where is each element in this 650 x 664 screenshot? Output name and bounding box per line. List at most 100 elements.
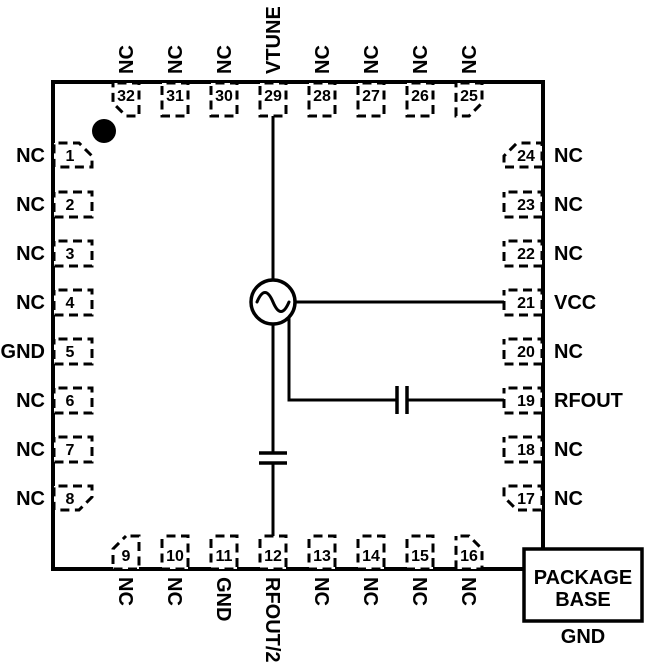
pin-1-box (52, 141, 94, 169)
pin-32-number: 32 (117, 88, 135, 105)
pin-28-box (307, 81, 337, 118)
pin-12-label: RFOUT/2 (261, 577, 283, 663)
pin-3-number: 3 (66, 246, 75, 263)
pin-24-number: 24 (517, 148, 535, 165)
pin-25-label: NC (459, 45, 481, 74)
pin-30-label: NC (214, 45, 236, 74)
pin-29-label: VTUNE (263, 6, 285, 74)
pin-28-label: NC (312, 45, 334, 74)
pin-25-box (454, 81, 484, 118)
pin-31-number: 31 (166, 88, 184, 105)
pin-21-label: VCC (554, 292, 596, 314)
pin-17-box (502, 484, 544, 512)
pin-32-box (111, 81, 141, 118)
pin-22-label: NC (554, 243, 583, 265)
capacitor-icon (395, 386, 409, 414)
pin-25: 25 NC (454, 45, 484, 118)
pin-22-box (502, 239, 544, 268)
pin-20-label: NC (554, 341, 583, 363)
pin-31-box (160, 81, 190, 118)
pin-29: 29 VTUNE (258, 6, 288, 118)
pin-11-box (209, 534, 239, 571)
pin-26-number: 26 (411, 88, 429, 105)
pin-9-box (111, 534, 141, 571)
pin-18-number: 18 (517, 442, 535, 459)
pin-5: 5 GND (1, 337, 94, 366)
pin-16-number: 16 (460, 548, 478, 565)
pin-11-label: GND (212, 577, 234, 621)
pin-14: 14 NC (356, 534, 386, 606)
pin-4: 4 NC (16, 288, 94, 317)
pin-2: 2 NC (16, 190, 94, 219)
pin-17: 17 NC (502, 484, 583, 512)
pin-15: 15 NC (405, 534, 435, 606)
pin1-indicator-dot (92, 119, 116, 143)
pin-32: 32 NC (111, 45, 141, 118)
pin-3-box (52, 239, 94, 268)
pin-16-label: NC (457, 577, 479, 606)
pin-20: 20 NC (502, 337, 583, 366)
rfout-wire (287, 317, 397, 402)
pin-23-box (502, 190, 544, 219)
pin-19-box (502, 386, 544, 415)
pin-19-number: 19 (517, 393, 535, 410)
pin-8-label: NC (16, 488, 45, 510)
pin-5-box (52, 337, 94, 366)
pin-17-number: 17 (517, 491, 535, 508)
pin-25-number: 25 (460, 88, 478, 105)
pin-29-box (258, 81, 288, 118)
oscillator-icon (249, 278, 297, 326)
pin-2-number: 2 (66, 197, 75, 214)
pin-23-number: 23 (517, 197, 535, 214)
pin-6-number: 6 (66, 393, 75, 410)
pin-24-label: NC (554, 145, 583, 167)
pin-23: 23 NC (502, 190, 583, 219)
pin-3-label: NC (16, 243, 45, 265)
pin-28: 28 NC (307, 45, 337, 118)
package-base-line2: BASE (555, 589, 611, 611)
pin-5-number: 5 (66, 344, 75, 361)
pin-26-label: NC (410, 45, 432, 74)
pin-12-box (258, 534, 288, 571)
pin-15-label: NC (408, 577, 430, 606)
pin-10-number: 10 (166, 548, 184, 565)
pin-4-label: NC (16, 292, 45, 314)
pin-18: 18 NC (502, 435, 583, 464)
pin-16: 16 NC (454, 534, 484, 606)
pin-21-number: 21 (517, 295, 535, 312)
pin-9-label: NC (114, 577, 136, 606)
pin-30-number: 30 (215, 88, 233, 105)
pin-26-box (405, 81, 435, 118)
pin-7-number: 7 (66, 442, 75, 459)
pin-30-box (209, 81, 239, 118)
pin-32-label: NC (116, 45, 138, 74)
pin-14-number: 14 (362, 548, 380, 565)
pin-3: 3 NC (16, 239, 94, 268)
pin-17-label: NC (554, 488, 583, 510)
capacitor-icon (259, 451, 287, 465)
pin-1: 1 NC (16, 141, 94, 169)
pin-19: 19 RFOUT (502, 386, 623, 415)
package-outline (51, 80, 545, 571)
pin-27-label: NC (361, 45, 383, 74)
pin-11: 11 GND (209, 534, 239, 621)
pin-8-box (52, 484, 94, 512)
pin-9: 9 NC (111, 534, 141, 606)
pin-27-box (356, 81, 386, 118)
pin-1-number: 1 (66, 148, 75, 165)
pin-21: 21 VCC (502, 288, 596, 317)
pin-27: 27 NC (356, 45, 386, 118)
package-base-box (522, 547, 644, 623)
pin-15-box (405, 534, 435, 571)
pin-27-number: 27 (362, 88, 380, 105)
pin-31: 31 NC (160, 45, 190, 118)
pin-2-box (52, 190, 94, 219)
package-base-line1: PACKAGE (534, 567, 633, 589)
pin-15-number: 15 (411, 548, 429, 565)
pin-13-number: 13 (313, 548, 331, 565)
pin-8-number: 8 (66, 491, 75, 508)
pin-4-box (52, 288, 94, 317)
pin-5-label: GND (1, 341, 45, 363)
pin-10: 10 NC (160, 534, 190, 606)
